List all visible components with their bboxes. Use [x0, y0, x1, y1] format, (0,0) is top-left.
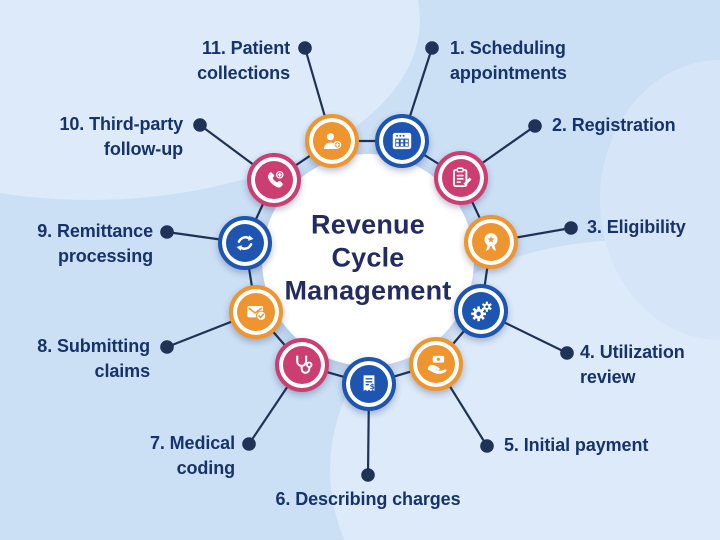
person-plus-icon [319, 128, 345, 154]
label-line: coding [176, 458, 236, 478]
node-describing-charges: $ [342, 357, 396, 411]
receipt-icon: $ [356, 371, 382, 397]
node-submitting-claims [229, 285, 283, 339]
label-initial-payment: 5. Initial payment [504, 433, 648, 458]
node-initial-payment [409, 337, 463, 391]
label-line: 1. Scheduling [450, 38, 566, 58]
label-eligibility: 3. Eligibility [587, 215, 686, 240]
label-line: follow-up [103, 139, 183, 159]
label-registration: 2. Registration [552, 113, 676, 138]
label-third-party-follow-up: 10. Third-party follow-up [59, 112, 183, 162]
envelope-check-icon [243, 299, 269, 325]
gears-icon [468, 298, 494, 324]
title-line: Management [284, 275, 452, 306]
label-patient-collections: 11. Patient collections [197, 36, 290, 86]
phone-plus-icon [261, 167, 287, 193]
label-line: processing [57, 246, 153, 266]
svg-text:$: $ [370, 382, 375, 391]
calendar-icon [389, 128, 415, 154]
label-line: 3. Eligibility [587, 217, 686, 237]
label-line: 8. Submitting [37, 336, 150, 356]
label-line: 4. Utilization [580, 342, 685, 362]
node-patient-collections [305, 114, 359, 168]
node-scheduling-appointments [375, 114, 429, 168]
label-utilization-review: 4. Utilization review [580, 340, 685, 390]
node-medical-coding [275, 338, 329, 392]
node-remittance-processing [218, 216, 272, 270]
hand-money-icon [423, 351, 449, 377]
label-line: 9. Remittance [37, 221, 153, 241]
award-icon [478, 229, 504, 255]
clipboard-pencil-icon [448, 165, 474, 191]
label-remittance-processing: 9. Remittance processing [37, 219, 153, 269]
node-utilization-review [454, 284, 508, 338]
label-line: 7. Medical [149, 433, 235, 453]
label-line: 2. Registration [552, 115, 676, 135]
label-describing-charges: 6. Describing charges [276, 487, 461, 512]
label-submitting-claims: 8. Submitting claims [37, 334, 150, 384]
title-line: Revenue [311, 209, 425, 240]
node-third-party-follow-up [247, 153, 301, 207]
label-line: 10. Third-party [59, 114, 183, 134]
refresh-icon [232, 230, 258, 256]
node-eligibility [464, 215, 518, 269]
label-line: 6. Describing charges [275, 489, 461, 509]
node-registration [434, 151, 488, 205]
label-line: review [580, 367, 636, 387]
diagram-title: Revenue Cycle Management [258, 209, 478, 308]
title-line: Cycle [331, 242, 405, 273]
label-line: 5. Initial payment [504, 435, 649, 455]
label-scheduling-appointments: 1. Scheduling appointments [450, 36, 567, 86]
label-line: collections [197, 63, 290, 83]
label-line: appointments [450, 63, 567, 83]
label-line: 11. Patient [202, 38, 290, 58]
label-medical-coding: 7. Medical coding [150, 431, 235, 481]
stethoscope-icon [289, 352, 315, 378]
label-line: claims [94, 361, 151, 381]
